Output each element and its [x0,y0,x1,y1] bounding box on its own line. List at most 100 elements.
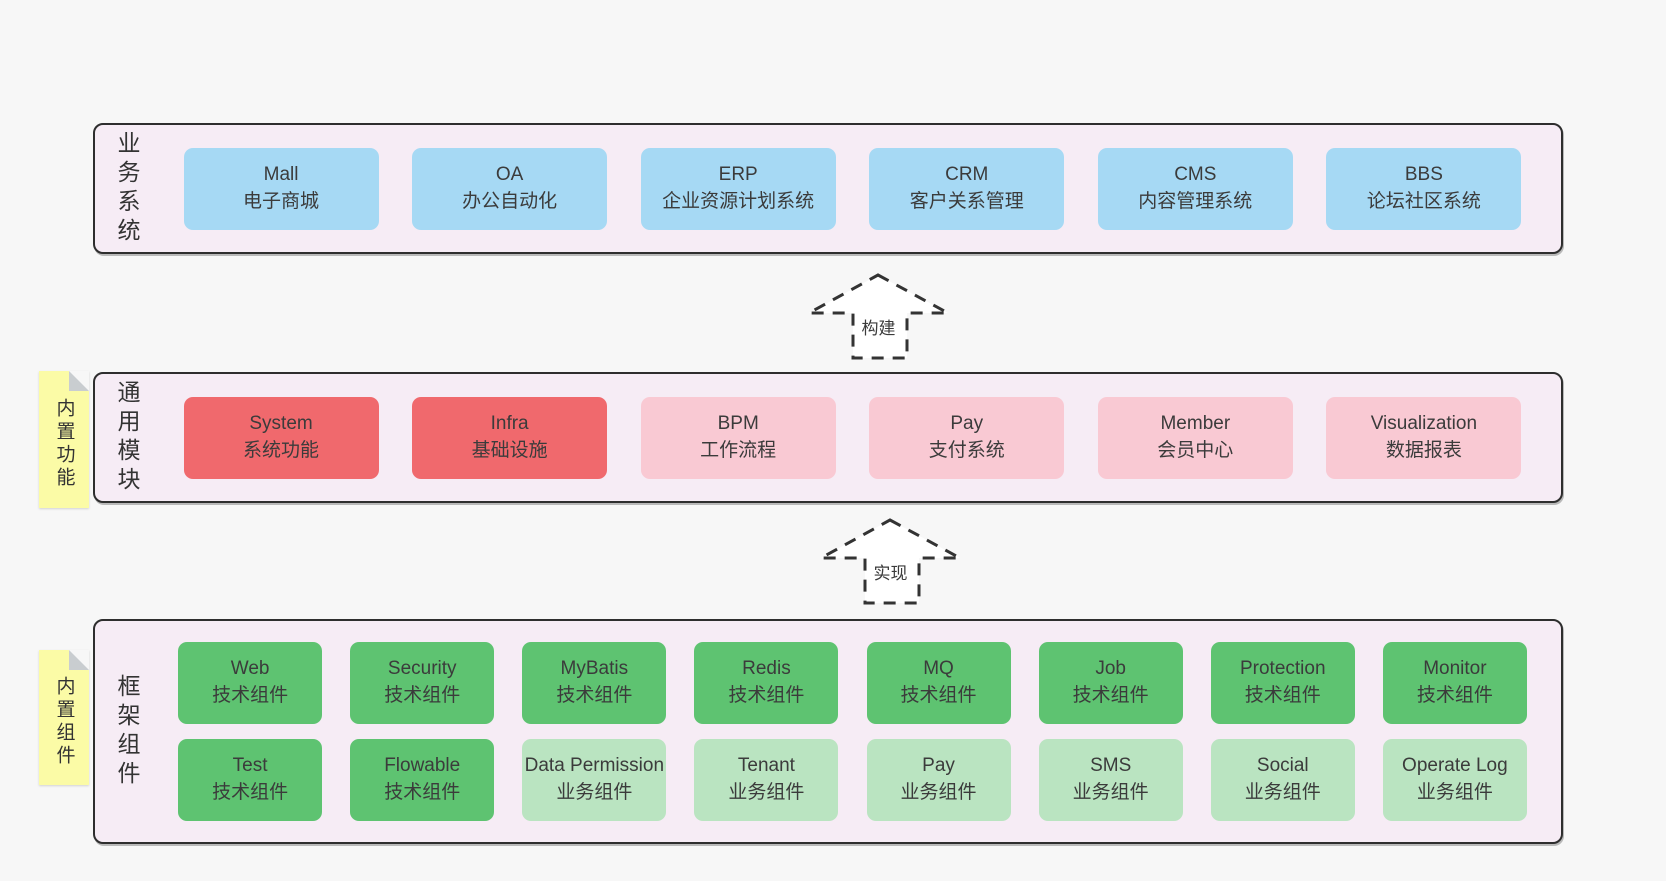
box-title: ERP [718,163,758,185]
section-framework-components: 框架组件 Web 技术组件 Security 技术组件 MyBatis 技术组件… [93,619,1563,844]
box-title: Monitor [1423,658,1487,680]
box-subtitle: 技术组件 [212,782,289,803]
box-pay-business: Pay 业务组件 [866,739,1011,821]
folded-corner [69,650,89,670]
box-web: Web 技术组件 [178,642,323,724]
box-title: Data Permission [524,755,665,777]
box-data-permission: Data Permission 业务组件 [522,739,667,821]
business-boxes: Mall 电子商城 OA 办公自动化 ERP 企业资源计划系统 CRM 客户关系… [150,125,1561,252]
box-bbs: BBS 论坛社区系统 [1326,147,1522,230]
box-title: MQ [923,658,954,680]
box-redis: Redis 技术组件 [694,642,839,724]
box-title: Member [1160,412,1231,434]
box-title: Security [387,658,457,680]
box-subtitle: 电子商城 [243,190,320,212]
box-title: Tenant [737,755,795,777]
section-business-systems: 业务系统 Mall 电子商城 OA 办公自动化 ERP 企业资源计划系统 CRM… [93,123,1563,254]
box-subtitle: 业务组件 [1416,782,1493,803]
box-subtitle: 业务组件 [1072,782,1149,803]
box-operate-log: Operate Log 业务组件 [1382,739,1527,821]
box-title: SMS [1090,755,1132,777]
box-member: Member 会员中心 [1097,396,1293,479]
box-subtitle: 业务组件 [900,782,977,803]
box-mall: Mall 电子商城 [183,147,379,230]
box-title: Job [1095,658,1126,680]
box-title: CMS [1174,163,1217,185]
box-job: Job 技术组件 [1038,642,1183,724]
box-title: Test [232,755,268,777]
sticky-note-text: 内置功能 [53,397,75,490]
framework-components-label: 框架组件 [114,673,140,790]
box-subtitle: 技术组件 [1244,685,1321,706]
box-title: MyBatis [560,658,629,680]
section-common-modules: 通用模块 System 系统功能 Infra 基础设施 BPM 工作流程 Pay… [93,372,1563,503]
box-subtitle: 技术组件 [1072,685,1149,706]
box-flowable: Flowable 技术组件 [350,739,495,821]
box-pay: Pay 支付系统 [869,396,1065,479]
box-subtitle: 系统功能 [243,439,320,461]
box-title: BBS [1404,163,1443,185]
box-subtitle: 客户关系管理 [909,190,1024,212]
box-title: CRM [945,163,989,185]
box-title: Protection [1239,658,1326,680]
box-social: Social 业务组件 [1210,739,1355,821]
box-title: Pay [950,412,984,434]
box-test: Test 技术组件 [178,739,323,821]
box-crm: CRM 客户关系管理 [869,147,1065,230]
box-mybatis: MyBatis 技术组件 [522,642,667,724]
box-title: BPM [717,412,759,434]
box-mq: MQ 技术组件 [866,642,1011,724]
box-subtitle: 支付系统 [928,439,1005,461]
box-subtitle: 技术组件 [556,685,633,706]
box-monitor: Monitor 技术组件 [1382,642,1527,724]
box-erp: ERP 企业资源计划系统 [640,147,836,230]
box-security: Security 技术组件 [350,642,495,724]
box-title: Infra [490,412,529,434]
arrow-implement-label: 实现 [870,559,911,584]
component-row-business: Test 技术组件 Flowable 技术组件 Data Permission … [150,739,1555,821]
box-subtitle: 内容管理系统 [1138,190,1253,212]
box-subtitle: 论坛社区系统 [1366,190,1481,212]
arrow-build-label: 构建 [858,314,899,339]
box-tenant: Tenant 业务组件 [694,739,839,821]
box-subtitle: 技术组件 [212,685,289,706]
box-subtitle: 办公自动化 [462,190,558,212]
box-title: Social [1256,755,1309,777]
box-subtitle: 业务组件 [728,782,805,803]
box-system: System 系统功能 [183,396,379,479]
sticky-note-built-in-features: 内置功能 [39,371,89,508]
box-subtitle: 业务组件 [556,782,633,803]
module-boxes: System 系统功能 Infra 基础设施 BPM 工作流程 Pay 支付系统… [150,374,1561,501]
box-cms: CMS 内容管理系统 [1097,147,1293,230]
sticky-note-text: 内置组件 [53,675,75,768]
box-title: Pay [922,755,955,777]
box-subtitle: 企业资源计划系统 [662,190,815,212]
box-title: Flowable [384,755,461,777]
sticky-note-built-in-components: 内置组件 [39,650,89,785]
box-subtitle: 数据报表 [1385,439,1462,461]
arrow-implement: 实现 [818,517,963,607]
common-modules-label: 通用模块 [114,379,140,496]
box-title: Web [230,658,270,680]
arrow-build: 构建 [806,272,951,362]
box-title: Redis [742,658,791,680]
box-title: Operate Log [1402,755,1508,777]
box-title: System [249,412,313,434]
box-subtitle: 技术组件 [900,685,977,706]
box-subtitle: 技术组件 [728,685,805,706]
box-subtitle: 工作流程 [700,439,777,461]
box-subtitle: 业务组件 [1244,782,1321,803]
box-sms: SMS 业务组件 [1038,739,1183,821]
box-subtitle: 技术组件 [1416,685,1493,706]
box-subtitle: 基础设施 [471,439,548,461]
business-systems-label: 业务系统 [114,130,140,247]
box-protection: Protection 技术组件 [1210,642,1355,724]
box-subtitle: 技术组件 [384,685,461,706]
box-subtitle: 会员中心 [1157,439,1234,461]
box-visualization: Visualization 数据报表 [1326,396,1522,479]
box-infra: Infra 基础设施 [412,396,608,479]
box-bpm: BPM 工作流程 [640,396,836,479]
folded-corner [69,371,89,391]
box-subtitle: 技术组件 [384,782,461,803]
